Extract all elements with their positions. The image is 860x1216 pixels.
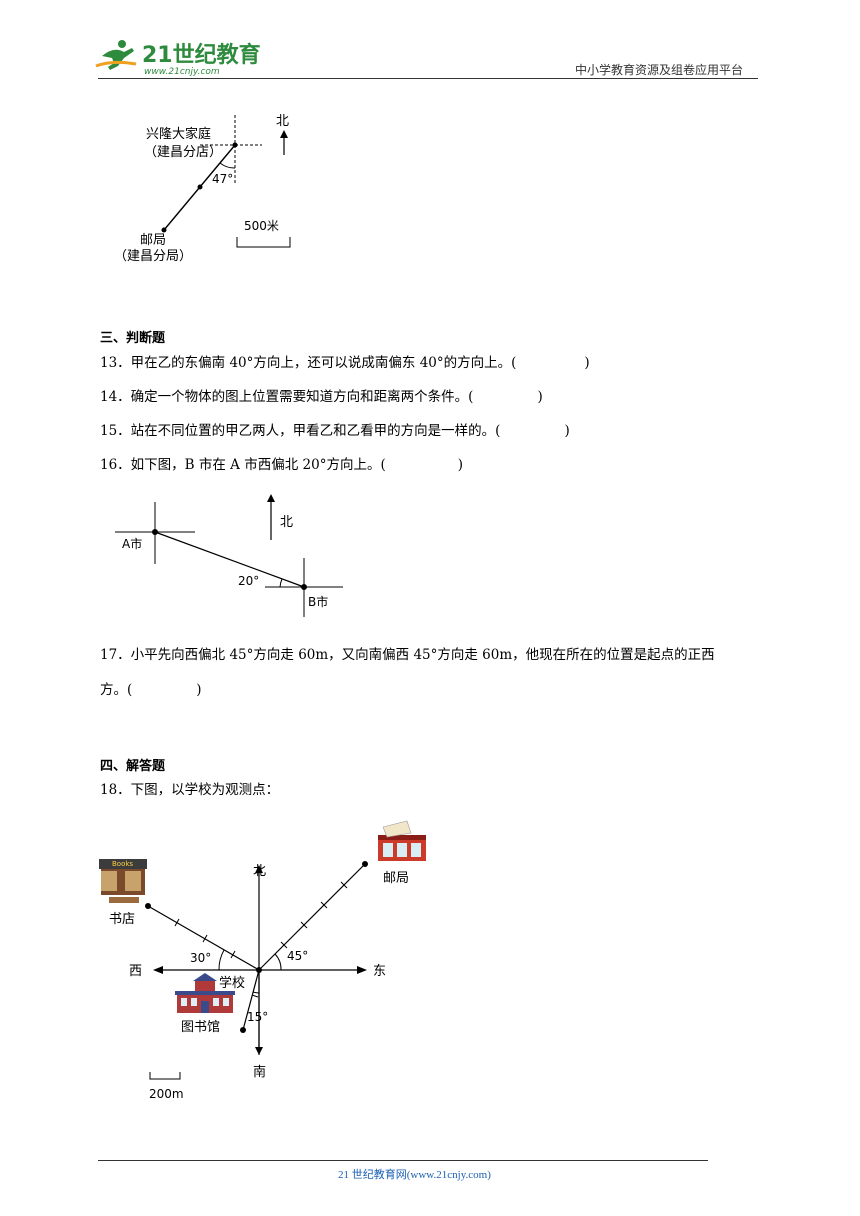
east-arrowhead	[357, 966, 367, 974]
bookstore-tick	[174, 918, 180, 927]
north-arrowhead	[280, 130, 288, 138]
question-15: 15．站在不同位置的甲乙两人，甲看乙和乙看甲的方向是一样的。()	[100, 423, 570, 439]
question-14: 14．确定一个物体的图上位置需要知道方向和距离两个条件。()	[100, 389, 543, 405]
header-divider	[98, 78, 758, 79]
post-angle-arc	[274, 953, 282, 971]
south-arrowhead	[255, 1047, 263, 1055]
post-tick	[300, 921, 308, 929]
north-label: 北	[276, 114, 289, 129]
north-label: 北	[280, 515, 293, 530]
section-3-title: 三、判断题	[100, 331, 166, 346]
bookstore-label: 书店	[109, 912, 135, 927]
scale-bar	[149, 1072, 181, 1080]
a-point	[152, 529, 158, 535]
post-office-label: 邮局	[383, 871, 409, 886]
footer-divider	[98, 1160, 708, 1161]
bookstore-ray	[147, 905, 260, 971]
section-4-title: 四、解答题	[100, 759, 166, 774]
mid-point	[197, 184, 203, 190]
store-point	[232, 142, 238, 148]
north-label: 北	[253, 864, 266, 879]
bookstore-point	[145, 903, 151, 909]
post-office-icon	[378, 820, 426, 861]
scale-bar	[236, 237, 291, 248]
library-angle: 15°	[247, 1010, 268, 1024]
school-label: 学校	[219, 975, 245, 991]
question-17-text: 17．小平先向西偏北 45°方向走 60m，又向南偏西 45°方向走 60m，他…	[100, 647, 715, 663]
question-15-text: 15．站在不同位置的甲乙两人，甲看乙和乙看甲的方向是一样的。(	[100, 423, 501, 439]
angle-arc	[279, 578, 283, 588]
post-label-2: （建昌分局）	[114, 249, 192, 264]
post-tick	[320, 901, 328, 909]
library-icon	[175, 973, 235, 1013]
post-label-1: 邮局	[140, 233, 166, 248]
bookstore-icon	[99, 859, 147, 903]
bookstore-angle: 30°	[190, 951, 211, 965]
south-label: 南	[253, 1064, 266, 1080]
north-arrowhead	[255, 865, 263, 873]
bookstore-sign-text: Books	[112, 860, 133, 868]
north-arrowhead	[267, 494, 275, 502]
school-point	[256, 967, 262, 973]
library-point	[240, 1027, 246, 1033]
logo-sub-text: www.21cnjy.com	[144, 67, 220, 77]
angle-label: 47°	[212, 172, 233, 186]
platform-name: 中小学教育资源及组卷应用平台	[575, 63, 744, 77]
question-16-text: 16．如下图，B 市在 A 市西偏北 20°方向上。(	[100, 457, 386, 473]
bookstore-tick	[202, 934, 208, 943]
question-17-text-2: 方。(	[100, 682, 133, 698]
post-point	[362, 861, 368, 867]
question-13-text: 13．甲在乙的东偏南 40°方向上，还可以说成南偏东 40°的方向上。(	[100, 355, 517, 371]
post-tick	[280, 941, 288, 949]
question-17: 17．小平先向西偏北 45°方向走 60m，又向南偏西 45°方向走 60m，他…	[100, 645, 715, 665]
question-18-text: 18．下图，以学校为观测点：	[100, 782, 280, 798]
a-city-label: A市	[122, 536, 142, 551]
question-16: 16．如下图，B 市在 A 市西偏北 20°方向上。()	[100, 457, 463, 473]
logo-graphic: 21世纪教育 www.21cnjy.com	[95, 40, 261, 77]
post-ray	[258, 863, 366, 971]
library-tick	[251, 994, 259, 998]
scale-label: 200m	[149, 1087, 184, 1101]
store-label-2: （建昌分店）	[144, 145, 222, 160]
west-label: 西	[129, 964, 142, 979]
ab-line	[154, 531, 305, 588]
bookstore-tick	[230, 950, 236, 959]
b-city-label: B市	[308, 594, 328, 609]
library-angle-arc	[252, 991, 260, 994]
library-ray	[242, 969, 260, 1031]
scale-label: 500米	[244, 219, 279, 233]
site-logo: 21世纪教育 www.21cnjy.com	[92, 36, 262, 82]
post-angle: 45°	[287, 949, 308, 963]
question-14-text: 14．确定一个物体的图上位置需要知道方向和距离两个条件。(	[100, 389, 474, 405]
question-13: 13．甲在乙的东偏南 40°方向上，还可以说成南偏东 40°的方向上。()	[100, 355, 590, 371]
logo-main-text: 21世纪教育	[142, 42, 261, 68]
store-label-1: 兴隆大家庭	[146, 126, 211, 142]
figure-store-post: 47° 兴隆大家庭 （建昌分店） 邮局 （建昌分局） 北 500米	[114, 114, 291, 264]
runner-icon	[95, 40, 137, 70]
east-label: 东	[373, 964, 386, 979]
library-label: 图书馆	[181, 1020, 220, 1035]
post-tick	[340, 881, 348, 889]
b-point	[301, 584, 307, 590]
angle-arc	[219, 162, 236, 169]
figure-ab-cities: 20° A市 B市 北	[115, 494, 343, 617]
figure-school-map: 北 南 东 西 30° 45° 15° 学校 Books 书店 邮局	[99, 820, 426, 1101]
question-17-cont: 方。()	[100, 682, 202, 698]
angle-label: 20°	[238, 574, 259, 588]
question-18: 18．下图，以学校为观测点：	[100, 780, 279, 800]
footer-link[interactable]: 21 世纪教育网(www.21cnjy.com)	[338, 1169, 491, 1181]
post-point	[161, 227, 167, 233]
bookstore-angle-arc	[218, 949, 225, 971]
west-arrowhead	[153, 966, 163, 974]
